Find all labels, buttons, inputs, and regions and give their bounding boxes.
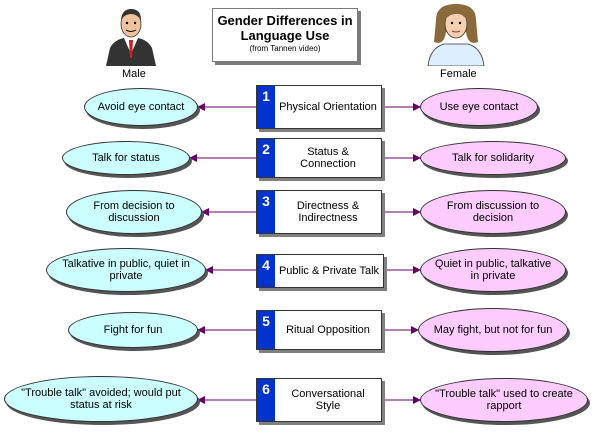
male-figure-icon xyxy=(106,9,156,66)
category-number: 3 xyxy=(257,191,275,233)
category-label: Directness & Indirectness xyxy=(296,200,360,224)
category-box-2: 2 Status & Connection xyxy=(256,138,382,178)
female-oval-6: "Trouble talk" used to create rapport xyxy=(420,378,588,422)
category-label: Conversational Style xyxy=(291,388,365,412)
diagram-subtitle: (from Tannen video) xyxy=(249,44,321,53)
category-label: Public & Private Talk xyxy=(278,265,380,277)
diagram-title: Gender Differences in Language Use xyxy=(217,13,353,43)
category-number: 2 xyxy=(257,139,275,177)
category-number: 4 xyxy=(257,255,275,287)
category-box-6: 6 Conversational Style xyxy=(256,378,382,422)
category-label: Ritual Opposition xyxy=(286,324,370,336)
category-number: 6 xyxy=(257,379,275,421)
male-oval-1: Avoid eye contact xyxy=(84,88,198,126)
category-box-1: 1 Physical Orientation xyxy=(256,85,382,129)
category-label: Status & Connection xyxy=(300,146,356,170)
category-number: 5 xyxy=(257,311,275,349)
category-box-4: 4 Public & Private Talk xyxy=(256,254,384,288)
male-oval-4: Talkative in public, quiet in private xyxy=(46,248,206,292)
male-oval-2: Talk for status xyxy=(62,141,190,175)
male-oval-5: Fight for fun xyxy=(68,312,198,348)
category-box-5: 5 Ritual Opposition xyxy=(256,310,382,350)
female-figure-icon xyxy=(427,4,485,66)
category-label: Physical Orientation xyxy=(279,101,377,113)
female-oval-1: Use eye contact xyxy=(420,88,538,126)
male-oval-3: From decision to discussion xyxy=(66,190,202,234)
female-label: Female xyxy=(440,68,477,80)
female-oval-3: From discussion to decision xyxy=(420,190,566,234)
female-oval-5: May fight, but not for fun xyxy=(418,308,568,352)
male-label: Male xyxy=(122,68,146,80)
category-box-3: 3 Directness & Indirectness xyxy=(256,190,382,234)
category-number: 1 xyxy=(257,86,275,128)
female-oval-4: Quiet in public, talkative in private xyxy=(420,248,566,292)
male-oval-6: "Trouble talk" avoided; would put status… xyxy=(4,376,198,422)
female-oval-2: Talk for solidarity xyxy=(420,141,566,175)
title-box: Gender Differences in Language Use (from… xyxy=(212,8,358,62)
